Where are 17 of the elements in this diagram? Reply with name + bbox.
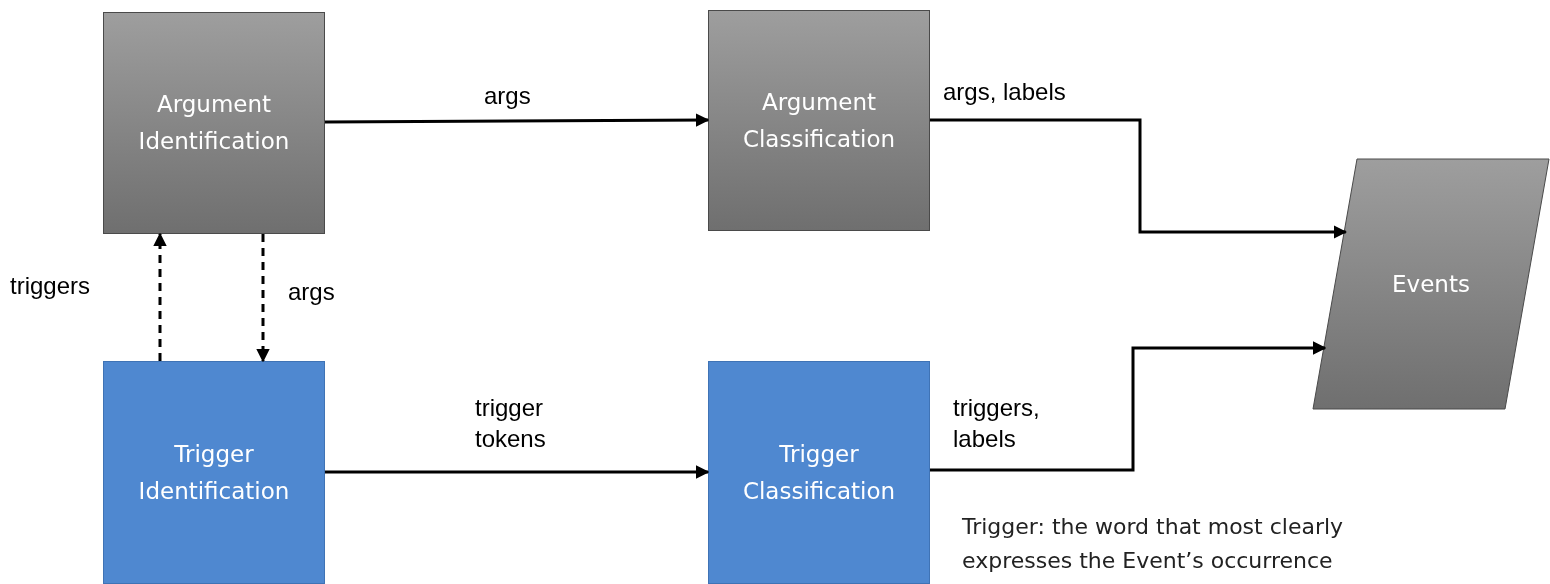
node-label: Events xyxy=(1391,269,1471,299)
note-text: Trigger: the word that most clearly expresses the Event’s occurrence xyxy=(962,513,1345,576)
process-box xyxy=(708,361,930,584)
dashed-arrow xyxy=(153,232,167,361)
arrow xyxy=(325,465,710,479)
process-box xyxy=(103,361,325,584)
process-box xyxy=(103,12,325,234)
node-label: Argument Identification xyxy=(137,90,291,156)
node-label: Trigger Identification xyxy=(137,439,291,506)
dashed-arrow xyxy=(256,234,270,363)
arrow xyxy=(930,118,1348,239)
data-parallelogram xyxy=(1312,158,1550,410)
process-box xyxy=(708,10,930,231)
arrow xyxy=(325,113,710,127)
arrow xyxy=(930,341,1327,472)
node-label: Argument Classification xyxy=(741,87,897,154)
node-label: Trigger Classification xyxy=(741,439,897,506)
